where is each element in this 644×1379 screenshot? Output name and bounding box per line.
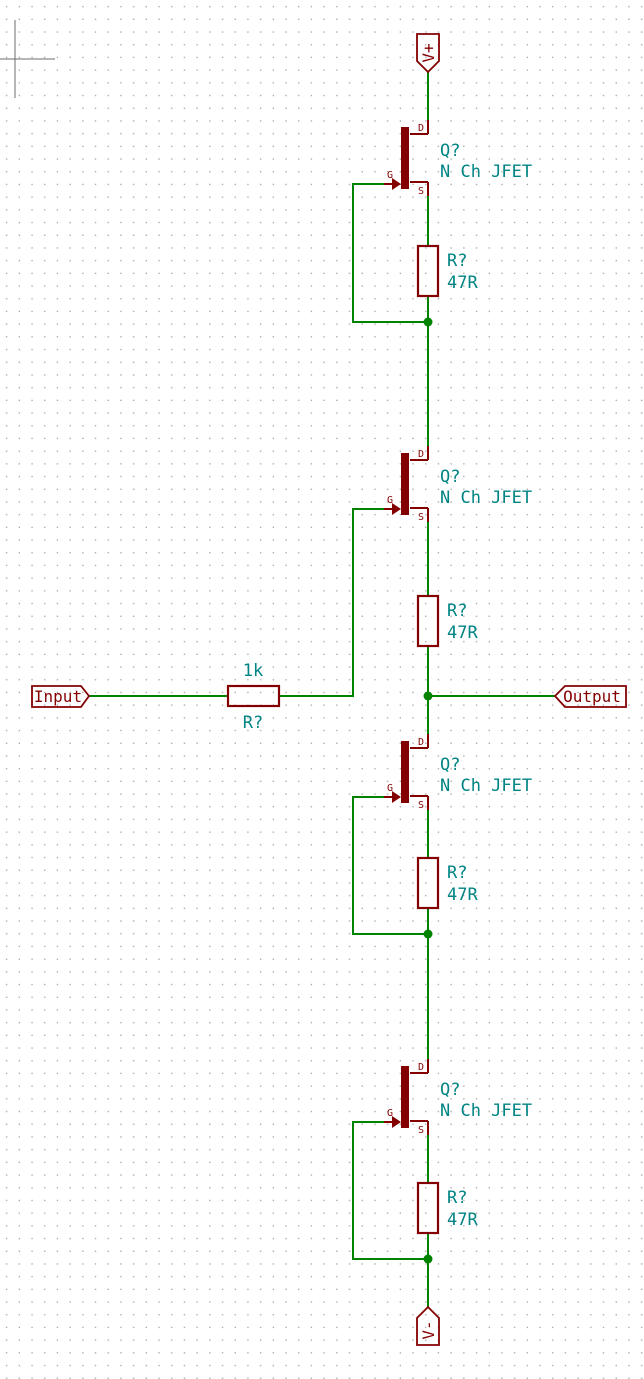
junction-dot	[423, 929, 433, 939]
resistor-body	[416, 244, 440, 298]
junction-dot	[423, 691, 433, 701]
input-label-text: Input	[34, 687, 82, 706]
resistor-value: 47R	[447, 885, 478, 905]
jfet-transistor[interactable]: D G S Q?N Ch JFET	[384, 446, 532, 523]
jfet-channel	[401, 1066, 409, 1128]
jfet-value: N Ch JFET	[440, 488, 532, 508]
jfet-pin-gate: G	[387, 495, 393, 506]
resistor-body	[416, 594, 440, 648]
power-symbol-vminus[interactable]: V-	[416, 1305, 440, 1346]
jfet-pin-drain: D	[418, 737, 424, 748]
resistor-reference: R?	[447, 251, 467, 271]
source-resistor[interactable]: R?47R	[416, 856, 478, 910]
jfet-pin-drain: D	[418, 123, 424, 134]
jfet-transistor[interactable]: D G S Q?N Ch JFET	[384, 120, 532, 197]
resistor-reference: R?	[447, 601, 467, 621]
output-label[interactable]: Output	[553, 685, 627, 708]
jfet-pin-drain: D	[418, 1062, 424, 1073]
jfet-pin-drain: D	[418, 449, 424, 460]
crosshair-cursor	[0, 20, 55, 98]
jfet-channel	[401, 453, 409, 515]
resistor-body	[416, 1181, 440, 1235]
jfet-gate-arrow	[392, 791, 401, 803]
jfet-channel	[401, 741, 409, 803]
jfet-reference: Q?	[440, 755, 460, 775]
jfet-pin-gate: G	[387, 170, 393, 181]
power-label: V+	[419, 43, 438, 62]
jfet-reference: Q?	[440, 467, 460, 487]
resistor-value: 47R	[447, 1210, 478, 1230]
source-resistor[interactable]: R?47R	[416, 1181, 478, 1235]
jfet-transistor[interactable]: D G S Q?N Ch JFET	[384, 734, 532, 811]
jfet-gate-arrow	[392, 178, 401, 190]
resistor-value: 47R	[447, 623, 478, 643]
wire	[352, 796, 428, 935]
wire	[279, 508, 384, 697]
junction-dot	[423, 1254, 433, 1264]
jfet-pin-gate: G	[387, 1108, 393, 1119]
jfet-gate-arrow	[392, 503, 401, 515]
output-label-text: Output	[563, 687, 621, 706]
jfet-transistor[interactable]: D G S Q?N Ch JFET	[384, 1059, 532, 1136]
jfet-pin-source: S	[418, 512, 424, 523]
junctions	[423, 317, 433, 1264]
wire	[352, 183, 428, 323]
jfet-channel	[401, 127, 409, 189]
junction-dot	[423, 317, 433, 327]
jfet-gate-arrow	[392, 1116, 401, 1128]
input-resistor[interactable]: 1k R?	[226, 661, 281, 733]
source-resistor[interactable]: R?47R	[416, 594, 478, 648]
input-label[interactable]: Input	[31, 685, 91, 708]
jfet-value: N Ch JFET	[440, 776, 532, 796]
source-resistor[interactable]: R?47R	[416, 244, 478, 298]
resistor-value: 47R	[447, 273, 478, 293]
jfet-reference: Q?	[440, 141, 460, 161]
resistor-reference: R?	[447, 863, 467, 883]
jfet-value: N Ch JFET	[440, 1101, 532, 1121]
jfet-pin-source: S	[418, 800, 424, 811]
jfet-pin-gate: G	[387, 783, 393, 794]
resistor-body	[416, 856, 440, 910]
resistor-reference: R?	[447, 1188, 467, 1208]
jfet-value: N Ch JFET	[440, 162, 532, 182]
resistor-reference: R?	[243, 713, 263, 733]
power-symbol-vplus[interactable]: V+	[416, 33, 440, 74]
jfet-reference: Q?	[440, 1080, 460, 1100]
wires	[89, 72, 555, 1307]
wire	[352, 1121, 428, 1260]
power-label: V-	[419, 1320, 438, 1339]
jfet-pin-source: S	[418, 1125, 424, 1136]
resistor-value: 1k	[243, 661, 263, 681]
jfet-pin-source: S	[418, 186, 424, 197]
